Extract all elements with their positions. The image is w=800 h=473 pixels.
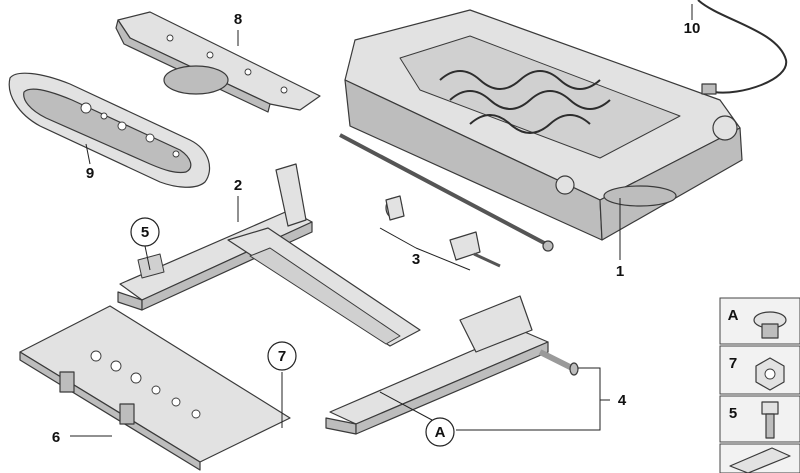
part-6-lower-panel [19,305,291,471]
callout-2: 2 [234,177,242,194]
part-4-stud-pin [538,349,579,376]
callout-6: 6 [52,429,60,446]
callout-4: 4 [618,392,627,409]
part-1-seat-frame [339,9,743,252]
callout-9: 9 [86,165,94,182]
flange-screw-icon [753,311,787,339]
callout-1: 1 [616,263,624,280]
callout-A-circle [425,417,455,447]
callout-5: 5 [141,224,149,241]
part-9-cushion-pan [8,72,211,188]
callout-10: 10 [684,20,701,37]
callout-8: 8 [234,11,242,28]
legend-box-5 [719,395,800,443]
callout-5-circle [130,217,160,247]
catalog-sheet-icon [729,447,791,473]
part-3-bushing-and-pin [385,195,501,268]
callout-7: 7 [278,348,286,365]
part-8-guide-plate [115,11,321,113]
callout-A: A [435,424,446,441]
fastener-legend: A 7 5 [719,297,800,473]
part-2-rail-assembly [117,163,549,435]
callout-3: 3 [412,251,420,268]
bolt-icon [761,401,779,439]
legend-key-5: 5 [729,405,737,422]
leader-lines [70,4,693,437]
legend-key-A: A [728,307,739,324]
callout-7-circle [267,341,297,371]
hex-nut-icon [755,357,785,391]
part-10-wire-harness [697,0,788,95]
legend-key-7: 7 [729,355,737,372]
